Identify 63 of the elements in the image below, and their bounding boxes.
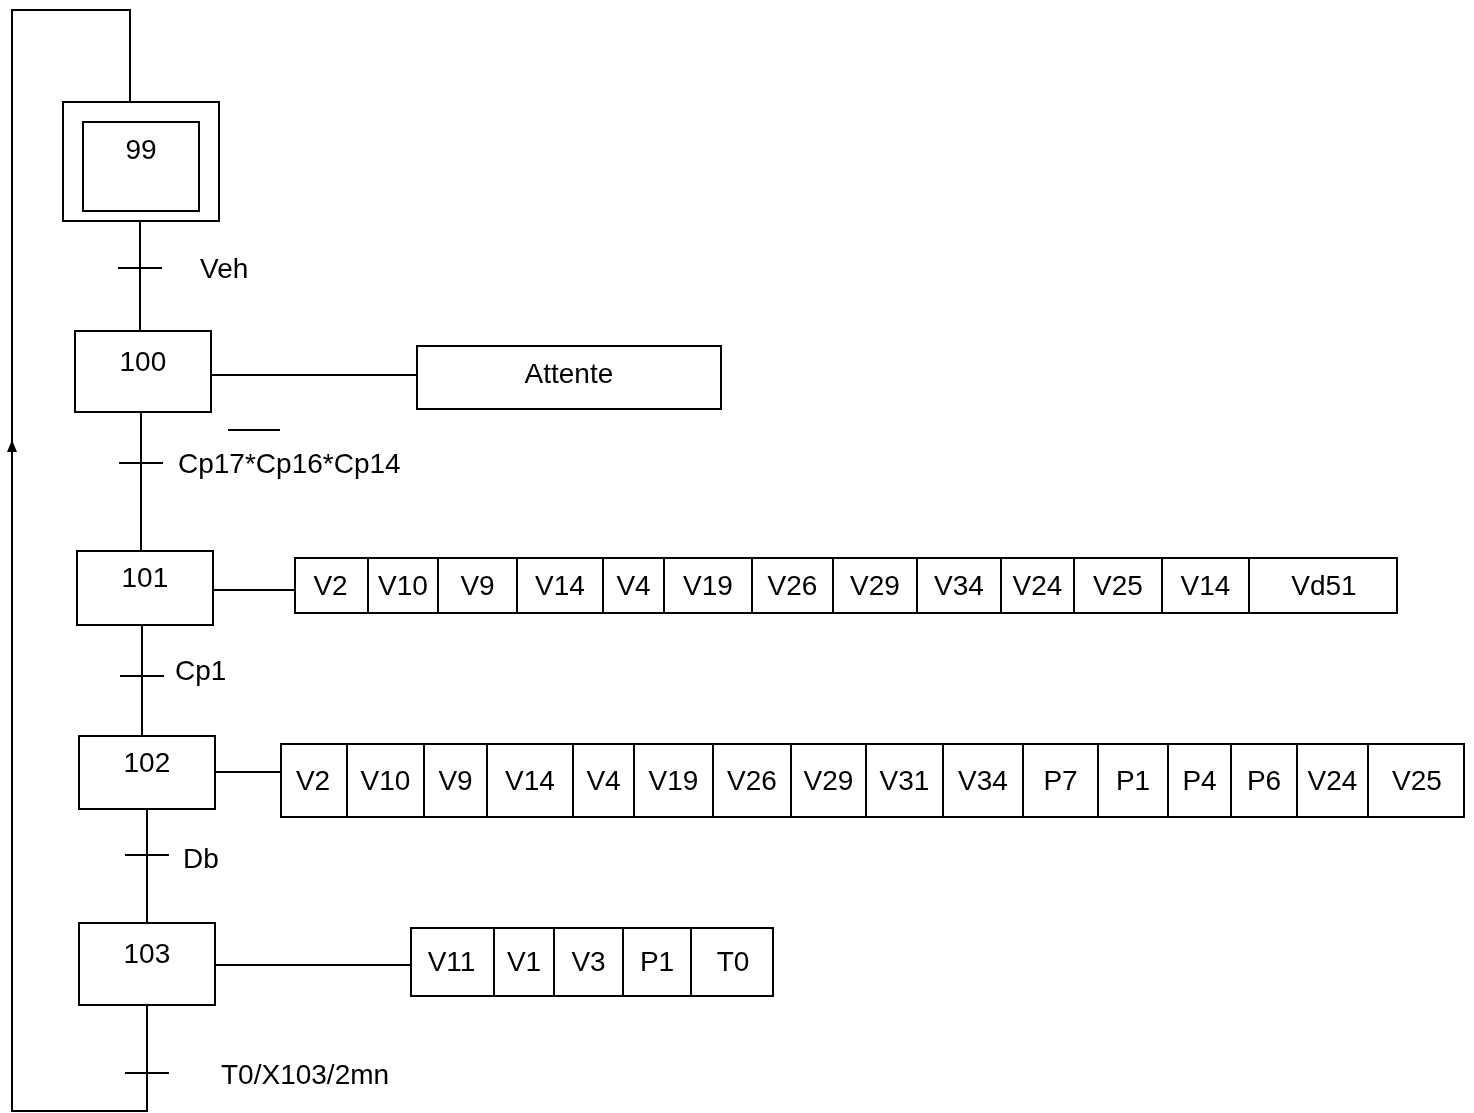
step-link bbox=[139, 221, 141, 331]
action-label: P6 bbox=[1246, 764, 1282, 797]
action-label: V24 bbox=[1012, 569, 1063, 602]
action-label: V14 bbox=[1180, 569, 1231, 602]
action-box bbox=[280, 743, 1465, 818]
action-label: V31 bbox=[879, 764, 930, 797]
step-number: 101 bbox=[121, 564, 169, 592]
loop-arrow bbox=[7, 9, 148, 1112]
initial-step-box bbox=[62, 101, 220, 222]
action-label: V1 bbox=[506, 946, 542, 978]
action-label: V2 bbox=[295, 764, 331, 797]
action-label: V9 bbox=[438, 764, 473, 797]
step-box bbox=[74, 330, 212, 413]
step-link bbox=[140, 412, 142, 551]
action-link bbox=[215, 964, 411, 966]
step-box bbox=[78, 922, 216, 1006]
transition-condition: Cp17*Cp16*Cp14 bbox=[178, 450, 401, 478]
step-box bbox=[76, 550, 214, 626]
step-number: 102 bbox=[123, 748, 171, 777]
action-label: P7 bbox=[1043, 764, 1078, 797]
action-label: V26 bbox=[727, 764, 777, 797]
action-label: V19 bbox=[648, 764, 699, 797]
action-label: V25 bbox=[1392, 764, 1442, 797]
action-label: V14 bbox=[505, 764, 555, 797]
action-label: V4 bbox=[586, 764, 621, 797]
action-label: V34 bbox=[934, 569, 984, 602]
transition-condition: Db bbox=[183, 845, 219, 873]
action-label: V2 bbox=[313, 569, 348, 602]
action-label: V29 bbox=[803, 764, 854, 797]
action-label: P1 bbox=[639, 946, 675, 978]
action-label: V26 bbox=[767, 569, 818, 602]
action-label: Attente bbox=[524, 359, 614, 388]
transition-condition: Cp1 bbox=[175, 657, 227, 685]
action-box bbox=[410, 927, 774, 997]
step-link bbox=[146, 809, 148, 923]
step-link bbox=[141, 625, 143, 736]
action-label: V11 bbox=[427, 946, 476, 978]
action-label: T0 bbox=[716, 946, 750, 978]
action-link bbox=[211, 374, 417, 376]
action-link bbox=[213, 589, 295, 591]
action-label: V25 bbox=[1093, 569, 1143, 602]
action-label: V4 bbox=[616, 569, 651, 602]
action-box bbox=[416, 345, 722, 410]
transition-condition: Veh bbox=[200, 255, 249, 283]
action-label: V3 bbox=[571, 946, 606, 978]
action-link bbox=[215, 771, 281, 773]
action-label: V10 bbox=[378, 569, 428, 602]
action-label: V10 bbox=[360, 764, 411, 797]
action-label: V19 bbox=[683, 569, 733, 602]
action-label: V34 bbox=[958, 764, 1008, 797]
action-label: V24 bbox=[1307, 764, 1358, 797]
action-label: P1 bbox=[1115, 764, 1151, 797]
transition-condition: T0/X103/2mn bbox=[221, 1061, 390, 1089]
action-label: Vd51 bbox=[1291, 569, 1357, 602]
action-box bbox=[294, 557, 1398, 614]
step-box bbox=[78, 735, 216, 810]
step-number: 99 bbox=[125, 135, 157, 164]
action-label: P4 bbox=[1182, 764, 1217, 797]
step-number: 100 bbox=[119, 347, 167, 376]
step-number: 103 bbox=[123, 940, 171, 968]
action-label: V9 bbox=[460, 569, 495, 602]
action-label: V14 bbox=[535, 569, 585, 602]
action-label: V29 bbox=[850, 569, 900, 602]
